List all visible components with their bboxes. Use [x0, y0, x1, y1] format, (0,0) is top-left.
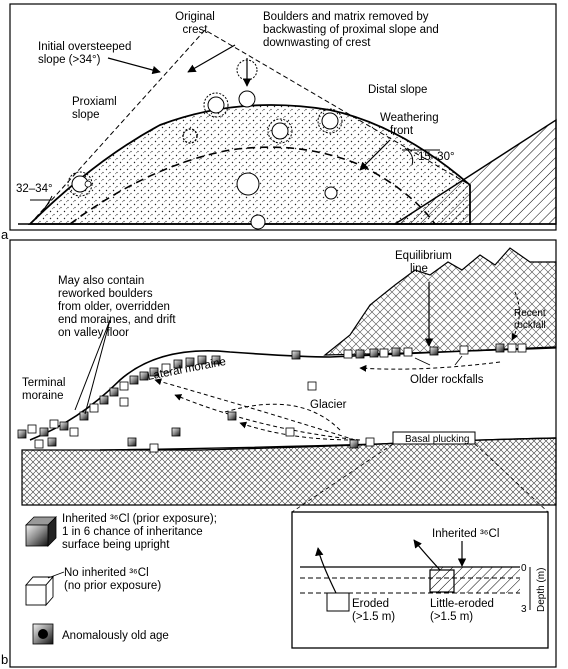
inherited-zone [430, 567, 520, 593]
legend-inherited-2: 1 in 6 chance of inheritance [62, 526, 203, 538]
older-rockfall-leader-2 [454, 355, 463, 366]
reworked-label-4: end moraines, and drift [58, 314, 176, 326]
boulders-b [17, 343, 527, 453]
equilibrium-line-label-1: Equilibrium [395, 250, 452, 262]
legend-no-inherited-2: (no prior exposure) [64, 580, 161, 592]
original-crest-label-2: crest [183, 24, 209, 36]
legend-anomalous: Anomalously old age [62, 630, 169, 642]
panel-a-letter: a [1, 227, 9, 242]
eroded-label-1: Eroded [352, 598, 389, 610]
reworked-label-3: from older, overridden [58, 301, 170, 313]
weathering-front-label-1: Weathering [380, 112, 439, 124]
eroded-arrow [315, 547, 337, 594]
terminal-moraine-label-2: moraine [22, 390, 64, 402]
boulders-removed-label-2: backwasting of proximal slope and [263, 24, 439, 36]
recent-rockfall-arrow [511, 291, 520, 341]
boulders-a [67, 59, 343, 230]
reworked-leader [74, 319, 111, 411]
legend-inherited-3: surface being upright [62, 539, 170, 551]
reworked-leader-2 [84, 319, 111, 415]
panel-a: Original crest Boulders and matrix remov… [1, 3, 557, 242]
inset-connector-left [291, 443, 394, 513]
little-eroded-arrow [413, 539, 441, 571]
angle-proximal-label: 32–34° [16, 183, 53, 195]
flow-lines [154, 361, 501, 441]
reworked-label-2: reworked boulders [58, 288, 153, 300]
older-rockfall-leader [414, 357, 431, 366]
boulders-removed-arrow [187, 44, 236, 73]
little-eroded-block [429, 569, 455, 593]
panel-b-letter: b [1, 652, 8, 667]
older-rockfalls-label: Older rockfalls [410, 374, 484, 386]
proximal-slope-label-1: Proxiaml [72, 96, 117, 108]
depth-top: 0 [521, 563, 527, 574]
mountain [323, 247, 557, 356]
initial-slope-label-2: slope (>34°) [38, 54, 101, 66]
legend-inherited-icon [25, 516, 57, 547]
recent-rockfall-label-1: Recent [514, 308, 546, 319]
angle-distal-label: 15–30° [418, 151, 455, 163]
weathering-front-arrow [359, 139, 391, 171]
recent-rockfall-label-2: rockfall [514, 320, 546, 331]
boulders-removed-label-3: downwasting of crest [263, 37, 371, 49]
eroded-block [326, 592, 350, 612]
eroded-label-2: (>1.5 m) [352, 611, 395, 623]
depth-axis-label: Depth (m) [536, 568, 547, 612]
equilibrium-line-label-2: line [410, 263, 428, 275]
weathering-front-line [69, 146, 436, 225]
reworked-label-5: on valley floor [58, 327, 129, 339]
reworked-label-1: May also contain [58, 275, 144, 287]
proximal-slope-label-2: slope [72, 109, 100, 121]
legend-no-inherited-leader [47, 571, 65, 579]
depth-bottom: 3 [521, 604, 527, 615]
legend: Inherited ³⁶Cl (prior exposure); 1 in 6 … [25, 513, 217, 645]
original-profile [29, 29, 471, 225]
basal-plucking-box [392, 431, 476, 445]
original-crest-label-1: Original [175, 11, 215, 23]
initial-slope-label-1: Initial oversteeped [38, 41, 131, 53]
initial-slope-arrow [107, 57, 161, 75]
inset: 0 3 Depth (m) Inherited ³⁶Cl Eroded (>1.… [291, 443, 549, 649]
basal-plucking-label: Basal plucking [405, 434, 469, 445]
weathering-front-label-2: front [390, 125, 414, 137]
boulders-removed-label-1: Boulders and matrix removed by [263, 11, 429, 23]
little-eroded-label-2: (>1.5 m) [430, 611, 473, 623]
little-eroded-label-1: Little-eroded [430, 598, 494, 610]
glacier-label: Glacier [310, 399, 347, 411]
distal-angle-arc [404, 147, 414, 166]
legend-inherited-1: Inherited ³⁶Cl (prior exposure); [62, 513, 217, 525]
inset-connector-right [474, 443, 549, 513]
terminal-moraine-label-1: Terminal [22, 377, 65, 389]
moraine-body [27, 104, 471, 225]
distal-slope-label: Distal slope [368, 84, 427, 96]
proximal-angle-arc [39, 195, 53, 215]
inset-inherited-label: Inherited ³⁶Cl [432, 528, 499, 540]
legend-anomalous-icon [32, 623, 54, 645]
legend-no-inherited-icon [25, 575, 54, 607]
legend-no-inherited-1: No inherited ³⁶Cl [64, 567, 149, 579]
